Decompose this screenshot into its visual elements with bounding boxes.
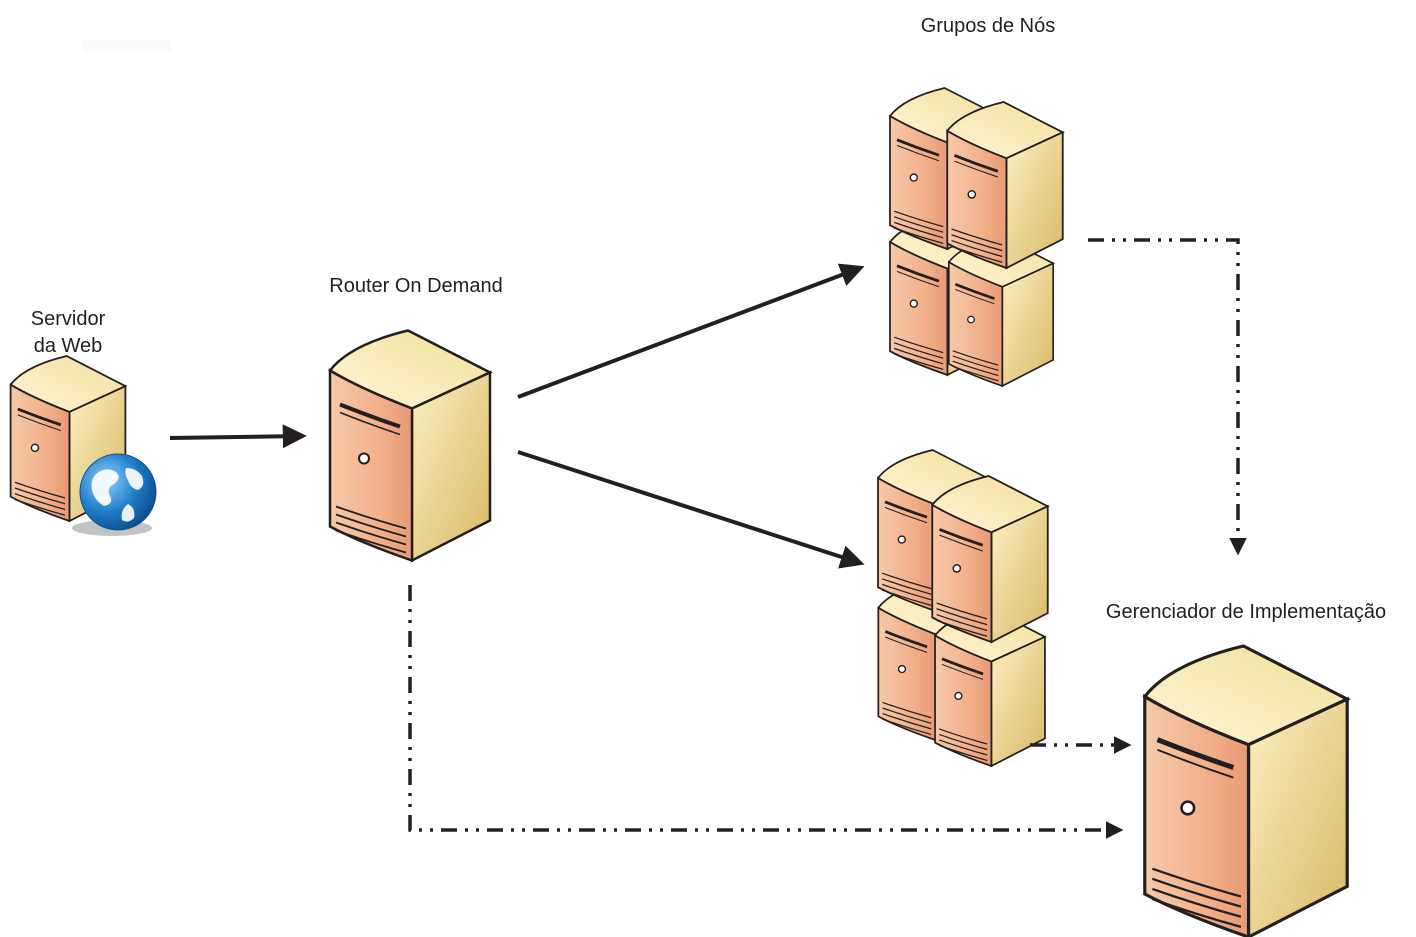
globe-icon [79, 453, 157, 531]
arrow-icon [169, 424, 307, 449]
arrow-icon [408, 585, 1124, 839]
arrow-icon [517, 450, 865, 569]
node-group-upper [888, 86, 1065, 388]
node-groups-label: Grupos de Nós [921, 15, 1056, 37]
arrow-icon [517, 263, 865, 399]
server-icon [930, 474, 1050, 644]
server-icon [330, 331, 490, 561]
web-server-label-line2: da Web [34, 335, 103, 357]
server-icon [1145, 646, 1347, 937]
web-server-label-line1: Servidor [31, 308, 106, 330]
background-artifact [82, 40, 172, 52]
arrow-icon [1088, 238, 1247, 556]
odr-label: Router On Demand [329, 275, 502, 297]
web-server [9, 354, 157, 536]
server-icon [945, 100, 1065, 270]
deployment-manager-label: Gerenciador de Implementação [1106, 601, 1386, 623]
node-group-lower [876, 448, 1050, 768]
